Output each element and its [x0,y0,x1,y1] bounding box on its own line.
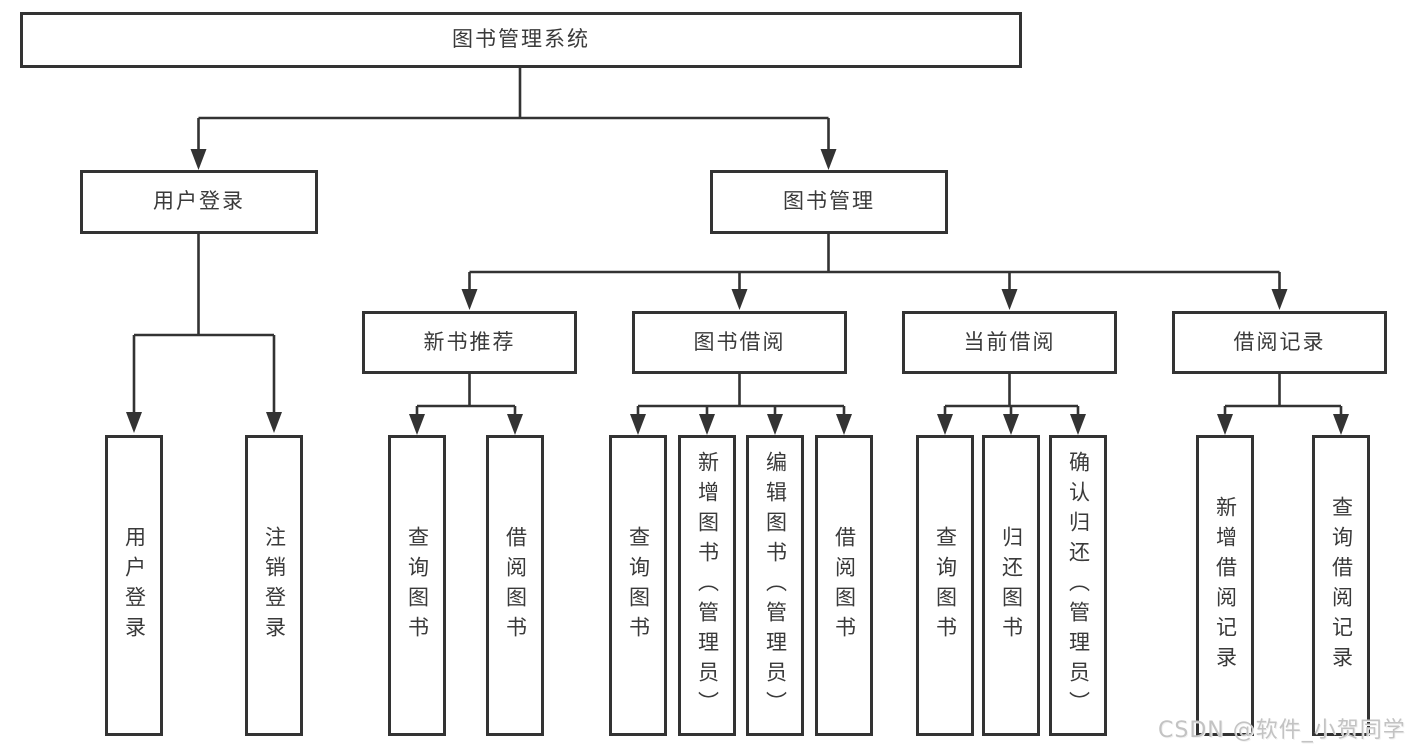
leaf-recommend-query-books: 查询图书 [388,435,446,736]
leaf-borrowing-query-books: 查询图书 [609,435,667,736]
leaf-add-books-admin: 新增图书（管理员） [678,435,736,736]
leaf-query-borrow-record: 查询借阅记录 [1312,435,1370,736]
node-borrowing-records: 借阅记录 [1172,311,1387,374]
leaf-return-books: 归还图书 [982,435,1040,736]
leaf-confirm-return-admin: 确认归还（管理员） [1049,435,1107,736]
leaf-recommend-borrow-books: 借阅图书 [486,435,544,736]
node-library-management-system: 图书管理系统 [20,12,1022,68]
node-book-borrowing: 图书借阅 [632,311,847,374]
leaf-borrowing-borrow-books: 借阅图书 [815,435,873,736]
leaf-edit-books-admin: 编辑图书（管理员） [746,435,804,736]
node-current-borrowing: 当前借阅 [902,311,1117,374]
leaf-add-borrow-record: 新增借阅记录 [1196,435,1254,736]
leaf-user-login: 用户登录 [105,435,163,736]
node-new-book-recommendation: 新书推荐 [362,311,577,374]
leaf-current-query-books: 查询图书 [916,435,974,736]
node-user-login-module: 用户登录 [80,170,318,234]
csdn-watermark: CSDN @软件_小贺同学 [1158,718,1405,743]
node-book-management-module: 图书管理 [710,170,948,234]
leaf-logout: 注销登录 [245,435,303,736]
